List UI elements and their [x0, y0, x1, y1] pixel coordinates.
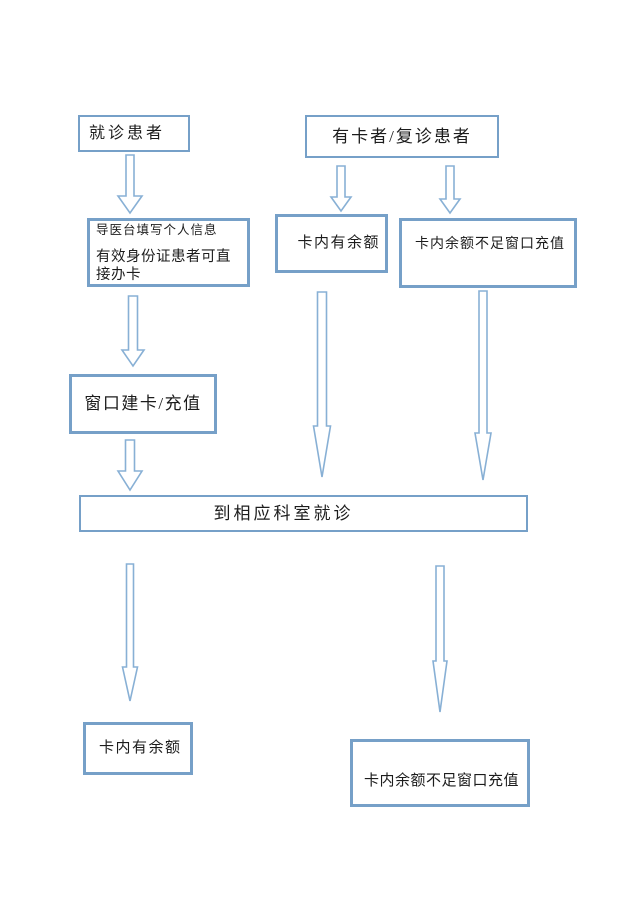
- node-balance-insufficient-bottom-label: 卡内余额不足窗口充值: [364, 773, 520, 790]
- arrow-cardholder-to-insufficient: [438, 165, 462, 215]
- node-balance-available-mid-label: 卡内有余额: [297, 235, 380, 252]
- arrow-info-to-windowcard: [120, 295, 146, 368]
- arrow-department-to-insufficient-bottom: [432, 565, 448, 713]
- node-balance-available-mid: 卡内有余额: [275, 214, 388, 273]
- node-info-line2: 有效身份证患者可直接办卡: [96, 248, 231, 283]
- node-department-label: 到相应科室就诊: [213, 503, 354, 523]
- node-balance-available-bottom: 卡内有余额: [83, 722, 193, 775]
- node-window-card-label: 窗口建卡/充值: [84, 394, 202, 414]
- node-balance-insufficient-bottom: 卡内余额不足窗口充值: [350, 739, 530, 807]
- node-window-card: 窗口建卡/充值: [69, 374, 217, 434]
- node-balance-available-bottom-label: 卡内有余额: [99, 740, 182, 757]
- node-balance-insufficient-mid: 卡内余额不足窗口充值: [399, 218, 577, 288]
- arrow-department-to-balance-bottom: [121, 563, 139, 702]
- node-patient: 就诊患者: [78, 115, 190, 152]
- arrow-insufficient-to-department: [474, 290, 492, 481]
- node-info-line1: 导医台填写个人信息: [96, 223, 218, 238]
- node-card-holder-label: 有卡者/复诊患者: [332, 126, 472, 146]
- node-balance-insufficient-mid-label: 卡内余额不足窗口充值: [415, 237, 565, 252]
- arrow-windowcard-to-department: [116, 439, 144, 492]
- node-patient-label: 就诊患者: [89, 124, 166, 142]
- node-department: 到相应科室就诊: [79, 495, 528, 532]
- node-info-desk: 导医台填写个人信息 有效身份证患者可直接办卡: [87, 218, 250, 287]
- arrow-cardholder-to-balance: [329, 165, 353, 213]
- arrow-balance-to-department: [312, 291, 332, 478]
- node-card-holder: 有卡者/复诊患者: [305, 115, 499, 158]
- arrow-patient-to-info: [116, 154, 144, 215]
